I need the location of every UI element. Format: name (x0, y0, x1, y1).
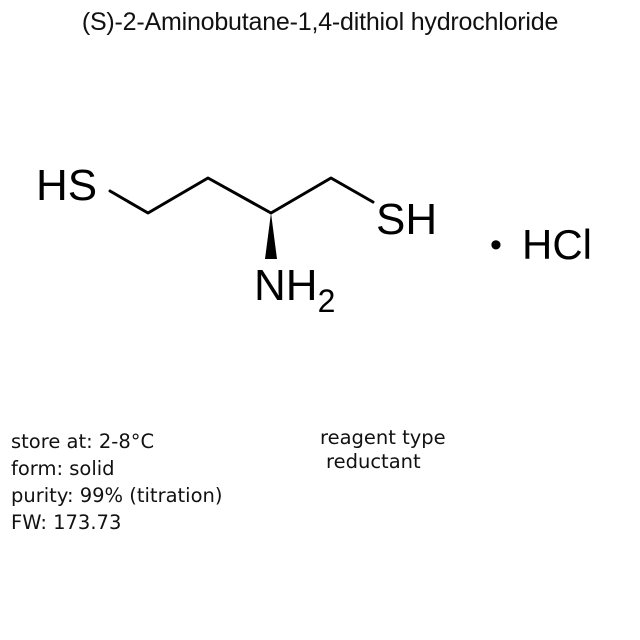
reagent-type-label: reagent type (320, 426, 446, 449)
formula-weight-text: FW: 173.73 (11, 511, 122, 534)
atom-nh2: NH2 (254, 261, 335, 319)
salt-dot: • (490, 226, 502, 264)
atom-subscript: 2 (318, 283, 336, 319)
atom-sh-right: SH (376, 195, 437, 244)
stereo-wedge-bond (265, 213, 277, 259)
compound-title: (S)-2-Aminobutane-1,4-dithiol hydrochlor… (81, 8, 559, 36)
bonds (108, 176, 375, 215)
atom-n-label: NH (254, 261, 318, 310)
reagent-type-block: reagent type reductant (320, 426, 446, 474)
storage-text: store at: 2-8°C (11, 430, 155, 453)
purity-text: purity: 99% (titration) (11, 484, 223, 507)
product-info-block: store at: 2-8°C form: solid purity: 99% … (11, 428, 223, 536)
atom-hs-left: HS (36, 161, 97, 210)
reagent-type-value: reductant (326, 450, 421, 473)
form-text: form: solid (11, 457, 115, 480)
salt-hcl-label: HCl (522, 221, 592, 268)
